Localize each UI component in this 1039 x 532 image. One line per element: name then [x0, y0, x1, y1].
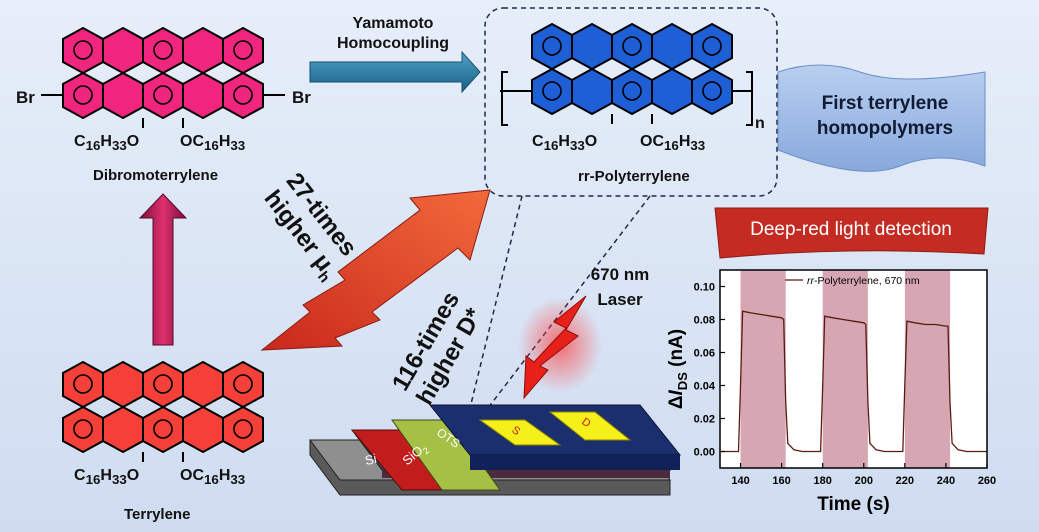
banner-text: First terrylene homopolymers — [790, 91, 980, 141]
y-axis-label: ΔIDS (nA) — [666, 329, 690, 409]
dibromoterrylene-name: Dibromoterrylene — [93, 167, 219, 184]
detection-label: Deep-red light detection — [750, 219, 952, 240]
detection-banner — [714, 207, 989, 259]
laser-label: 670 nm Laser — [580, 262, 660, 312]
y-tick-label-0: 0.00 — [694, 447, 715, 459]
x-tick-label-0: 140 — [731, 475, 749, 487]
dibromo-left-substituent: C16H33O — [74, 133, 140, 154]
bromine-right-label: Br — [292, 88, 311, 107]
device-stack — [309, 404, 682, 496]
y-tick-label-2: 0.04 — [694, 381, 716, 393]
dibromoterrylene-structure — [41, 26, 285, 128]
photoresponse-chart: 140 160 180 200 220 240 260 0.00 0.02 0.04 0.06 0.0… — [666, 269, 996, 515]
polymer-bracket-right — [746, 71, 753, 126]
reaction-label: Yamamoto Homocoupling — [318, 14, 468, 54]
terrylene-left-substituent: C16H33O — [74, 467, 140, 488]
terrylene-structure — [62, 360, 264, 462]
synthesis-arrow-up — [138, 193, 188, 346]
plot-frame — [719, 269, 988, 469]
reaction-arrow — [309, 50, 481, 94]
improvement-arrow — [260, 189, 491, 351]
x-axis-label: Time (s) — [817, 494, 890, 515]
terrylene-name: Terrylene — [124, 506, 191, 523]
x-tick-label-2: 180 — [814, 475, 832, 487]
si-label: Si — [363, 450, 378, 469]
laser-line1: 670 nm — [590, 265, 650, 284]
reaction-line1: Yamamoto — [352, 15, 434, 32]
polyterrylene-structure — [500, 22, 752, 124]
polymer-repeat-n: n — [755, 115, 765, 132]
laser-bolt-icon — [523, 295, 587, 400]
laser-line2: Laser — [597, 290, 643, 309]
series-line — [720, 310, 987, 453]
y-tick-label-1: 0.02 — [694, 414, 715, 426]
bromine-left-label: Br — [16, 88, 35, 107]
terrylene-right-substituent: OC16H33 — [180, 467, 246, 488]
polyterrylene-name: rr-Polyterrylene — [578, 168, 690, 185]
banner-line1: First terrylene — [821, 93, 949, 114]
illumination-window-2 — [904, 270, 951, 468]
polymer-bracket-left — [501, 71, 508, 126]
x-tick-label-5: 240 — [937, 475, 955, 487]
illumination-window-1 — [822, 270, 868, 468]
y-tick-label-5: 0.10 — [694, 282, 715, 294]
dibromo-right-substituent: OC16H33 — [180, 133, 246, 154]
callout-line-left — [469, 195, 523, 409]
x-tick-label-6: 260 — [978, 475, 996, 487]
x-tick-label-4: 220 — [896, 475, 914, 487]
reaction-line2: Homocoupling — [337, 35, 449, 52]
banner-line2: homopolymers — [816, 118, 954, 139]
polymer-right-substituent: OC16H33 — [640, 133, 706, 154]
polymer-left-substituent: C16H33O — [532, 133, 598, 154]
y-tick-label-3: 0.06 — [694, 348, 715, 360]
illumination-window-0 — [740, 270, 786, 468]
x-tick-label-1: 160 — [772, 475, 790, 487]
homopolymer-banner — [777, 64, 986, 172]
polymer-callout-box — [484, 7, 778, 197]
legend-label: rr-Polyterrylene, 670 nm — [807, 275, 920, 287]
x-tick-label-3: 200 — [855, 475, 873, 487]
y-tick-label-4: 0.08 — [694, 315, 715, 327]
